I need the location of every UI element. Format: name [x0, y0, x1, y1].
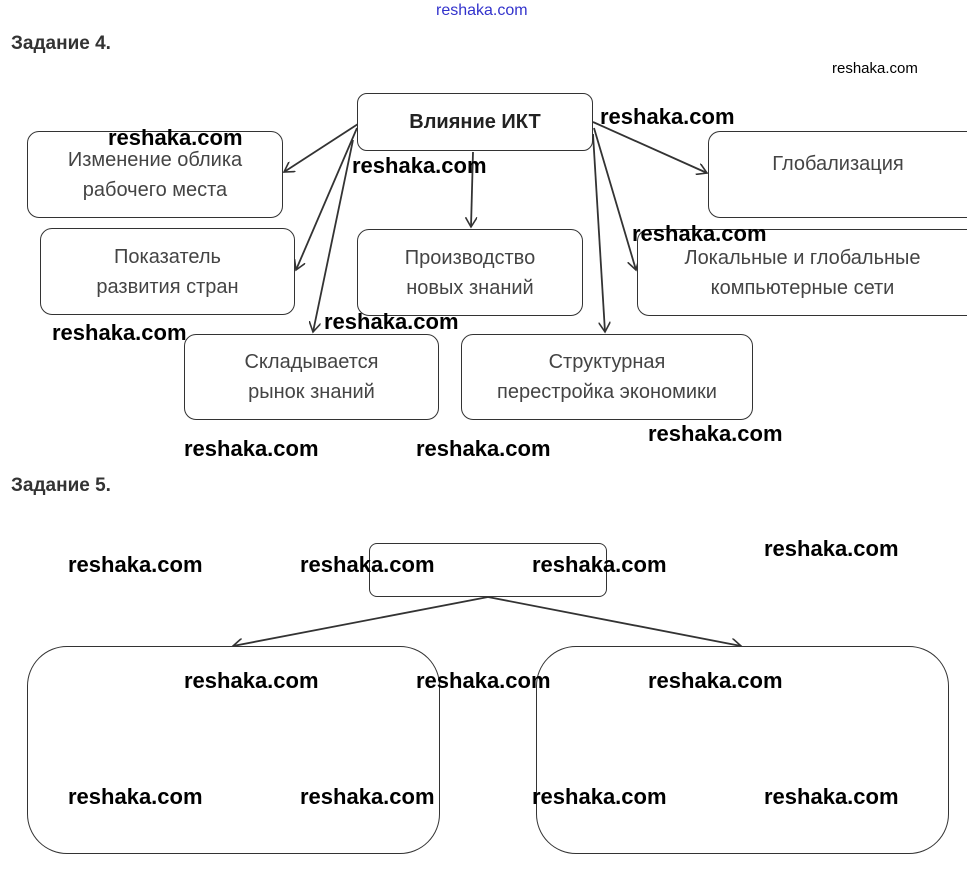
task5-heading: Задание 5. — [11, 475, 111, 496]
node-knowledge-production: Производство новых знаний — [357, 229, 583, 316]
node-label: Локальные и глобальные компьютерные сети — [684, 246, 921, 299]
watermark: reshaka.com — [300, 552, 435, 577]
watermark: reshaka.com — [632, 221, 767, 246]
center-node-label: Влияние ИКТ — [409, 111, 541, 133]
center-node-ict-influence: Влияние ИКТ — [357, 93, 593, 151]
watermark: reshaka.com — [324, 309, 459, 334]
node-label: Глобализация — [772, 153, 904, 175]
node-restructuring: Структурная перестройка экономики — [461, 334, 753, 420]
watermark: reshaka.com — [764, 784, 899, 809]
arrow-to-networks — [593, 127, 636, 270]
watermark: reshaka.com — [648, 668, 783, 693]
site-watermark-top[interactable]: reshaka.com — [436, 2, 528, 19]
arrow-to-globalization — [592, 121, 707, 173]
watermark: reshaka.com — [68, 784, 203, 809]
node-label: Показатель развития стран — [96, 245, 239, 298]
arrow-to-knowledge-market — [313, 139, 354, 332]
task4-heading: Задание 4. — [11, 33, 111, 54]
watermark: reshaka.com — [68, 552, 203, 577]
node-globalization: Глобализация — [708, 131, 967, 218]
arrow-to-workplace — [284, 123, 359, 172]
watermark: reshaka.com — [300, 784, 435, 809]
node-label: Структурная перестройка экономики — [497, 351, 717, 403]
watermark: reshaka.com — [184, 668, 319, 693]
arrow-to-knowledge-production — [471, 151, 473, 227]
watermark: reshaka.com — [184, 436, 319, 461]
node-workplace: Изменение облика рабочего места — [27, 131, 283, 218]
watermark: reshaka.com — [532, 552, 667, 577]
watermark: reshaka.com — [764, 536, 899, 561]
node-label: Производство новых знаний — [404, 246, 536, 299]
watermark: reshaka.com — [600, 104, 735, 129]
watermark: reshaka.com — [52, 320, 187, 345]
watermark: reshaka.com — [108, 125, 243, 150]
arrow-task5-left — [233, 596, 489, 646]
watermark: reshaka.com — [832, 60, 918, 77]
watermark: reshaka.com — [648, 421, 783, 446]
arrow-to-restructuring — [592, 133, 605, 332]
node-networks: Локальные и глобальные компьютерные сети — [637, 229, 967, 316]
task5-root-node[interactable] — [369, 543, 607, 597]
node-label: Изменение облика рабочего места — [67, 148, 243, 201]
node-knowledge-market: Складывается рынок знаний — [184, 334, 439, 420]
task5-child-node-left[interactable] — [27, 646, 440, 854]
task5-child-node-right[interactable] — [536, 646, 949, 854]
node-label: Складывается рынок знаний — [244, 351, 379, 403]
watermark: reshaka.com — [532, 784, 667, 809]
arrow-task5-right — [487, 596, 741, 646]
watermark: reshaka.com — [416, 668, 551, 693]
arrow-to-indicator — [296, 127, 358, 270]
node-indicator: Показатель развития стран — [40, 228, 295, 315]
watermark: reshaka.com — [416, 436, 551, 461]
watermark: reshaka.com — [352, 153, 487, 178]
